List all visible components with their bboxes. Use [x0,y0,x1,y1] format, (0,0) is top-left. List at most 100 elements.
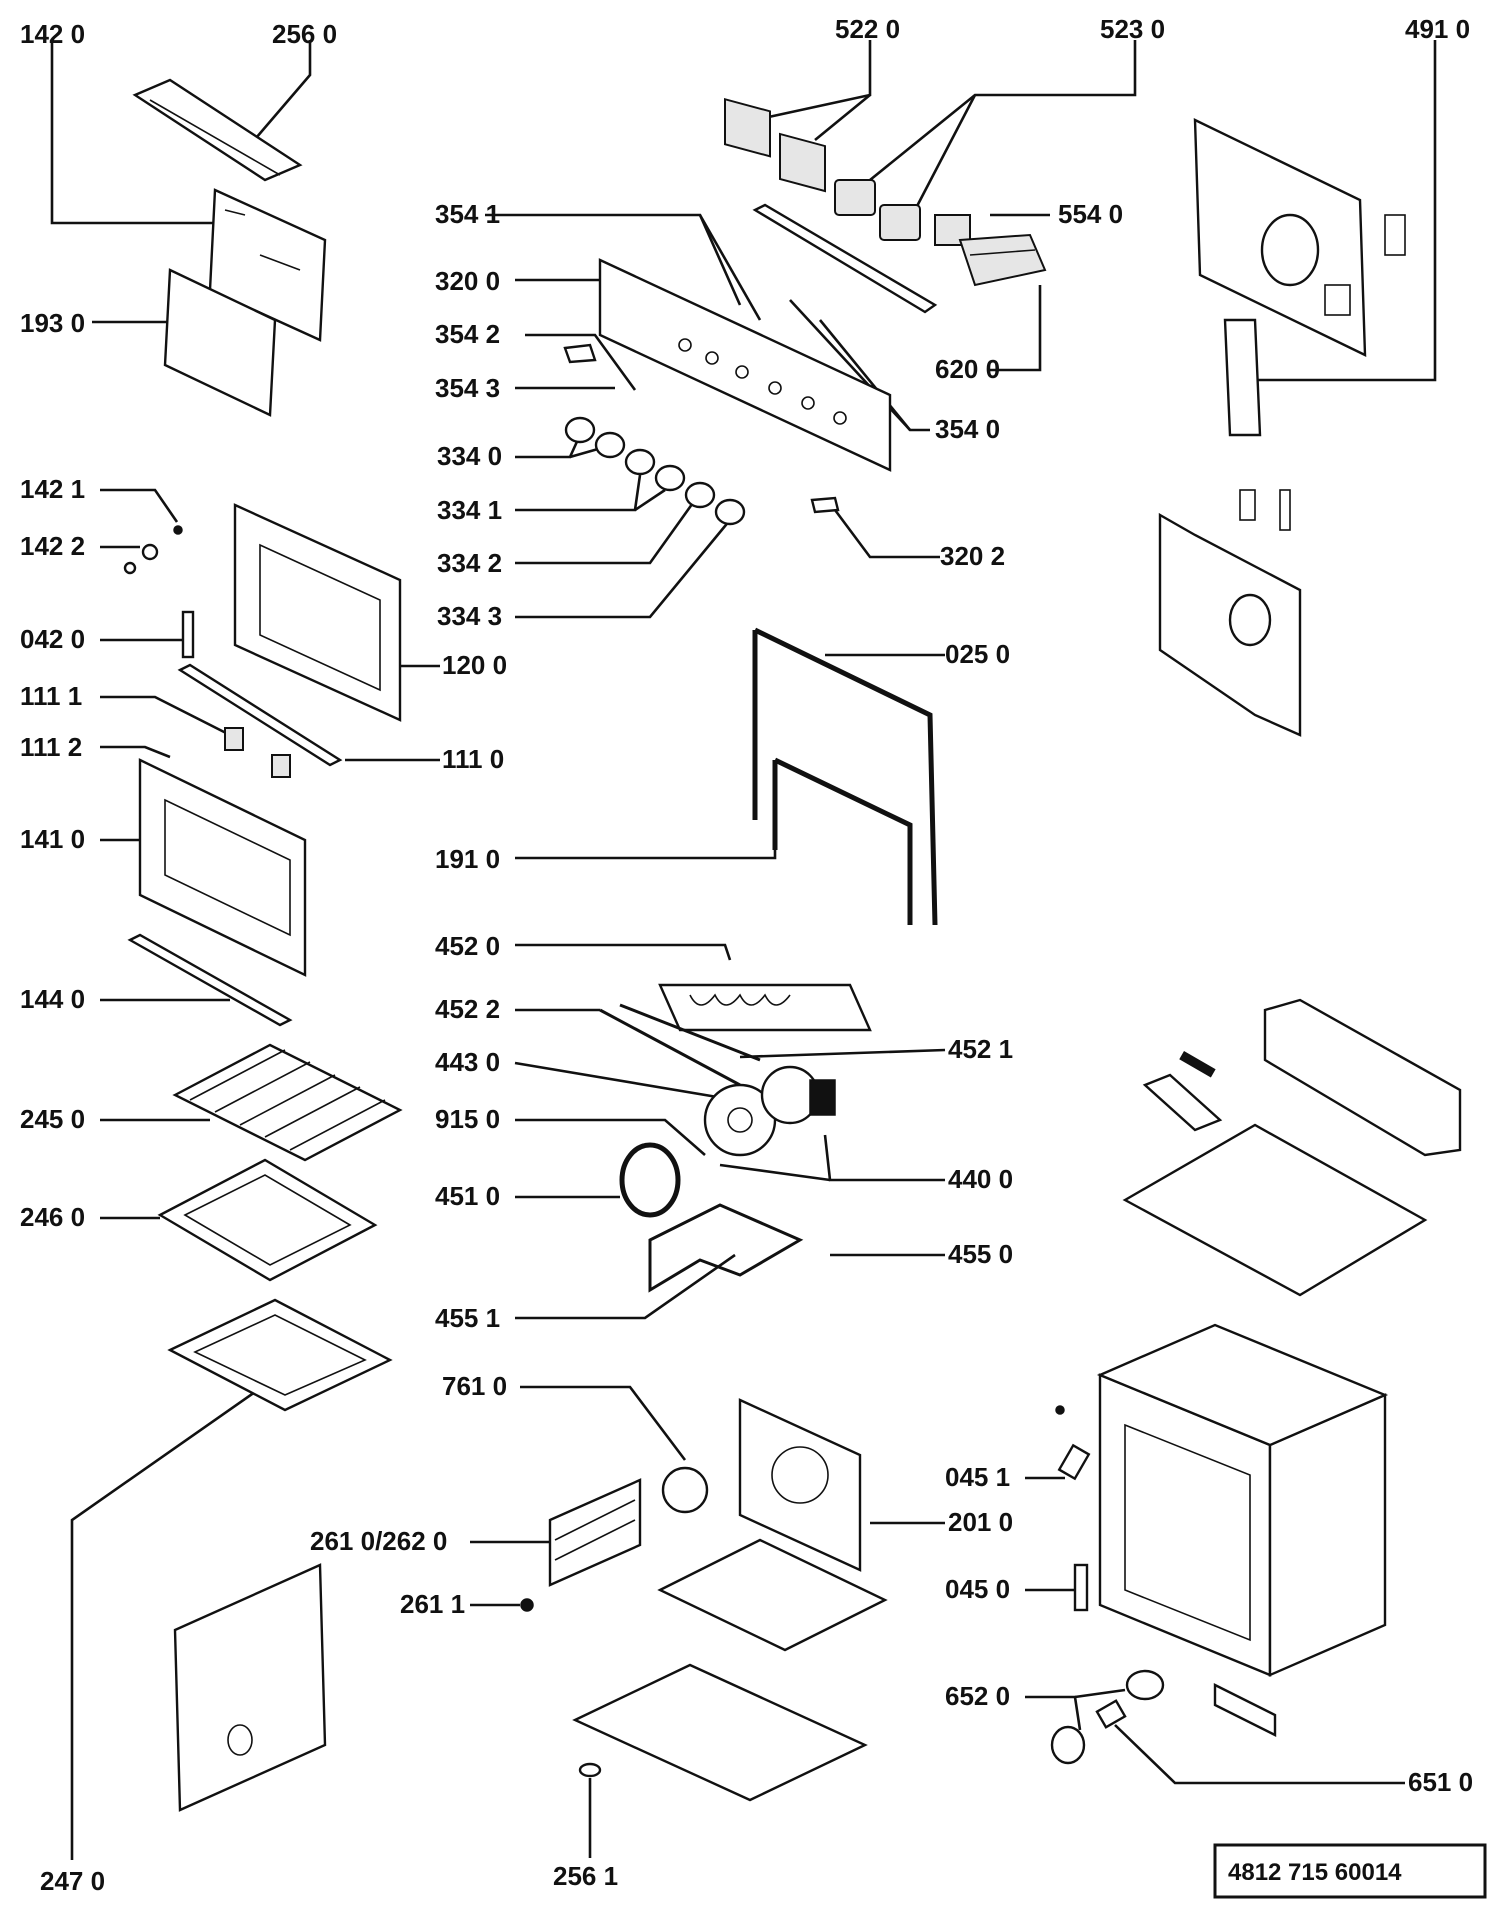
terminal-rail-part [752,203,938,314]
label-256-1: 256 1 [553,1861,618,1891]
label-320-0: 320 0 [435,266,500,296]
panel-clip-small-part [810,496,840,514]
control-knobs-part [564,416,746,526]
label-451-0: 451 0 [435,1181,500,1211]
base-plate-part [657,1538,888,1652]
lamp-switch-part [934,214,971,246]
label-354-0: 354 0 [935,414,1000,444]
label-452-1: 452 1 [948,1034,1013,1064]
part-labels: 142 0 256 0 522 0 523 0 491 0 354 1 554 … [20,14,1473,1896]
label-651-0: 651 0 [1408,1767,1473,1797]
label-455-1: 455 1 [435,1303,500,1333]
label-440-0: 440 0 [948,1164,1013,1194]
label-042-0: 042 0 [20,624,85,654]
panel-clip-part [563,343,597,364]
code-box: 4812 715 60014 [1213,1843,1487,1899]
knob-adapter-part [1050,1669,1165,1765]
lamp-cover-part [661,1466,709,1514]
runner-screw-part [520,1598,534,1612]
label-452-2: 452 2 [435,994,500,1024]
label-620-0: 620 0 [935,354,1000,384]
label-245-0: 245 0 [20,1104,85,1134]
label-915-0: 915 0 [435,1104,500,1134]
label-354-3: 354 3 [435,373,500,403]
hinge-receiver-part [1055,1405,1091,1612]
label-120-0: 120 0 [442,650,507,680]
label-652-0: 652 0 [945,1681,1010,1711]
label-334-3: 334 3 [437,601,502,631]
label-142-2: 142 2 [20,531,85,561]
label-111-0: 111 0 [442,744,504,774]
thermostat-part [834,179,921,241]
label-491-0: 491 0 [1405,14,1470,44]
foot-part [578,1762,602,1778]
label-761-0: 761 0 [442,1371,507,1401]
bracket-small-part [1213,1683,1277,1737]
fan-cover-part [738,1398,862,1572]
baking-tray-part [157,1158,378,1282]
label-334-0: 334 0 [437,441,502,471]
label-354-1: 354 1 [435,199,500,229]
label-261-0-262-0: 261 0/262 0 [310,1526,447,1556]
oven-seal-part [752,627,938,926]
glass-panel-part [163,268,277,417]
label-256-0: 256 0 [272,19,337,49]
terminal-block-part [958,233,1047,287]
label-193-0: 193 0 [20,308,85,338]
handle-support-part [224,727,291,778]
element-rail-part [599,1003,761,1087]
label-455-0: 455 0 [948,1239,1013,1269]
label-452-0: 452 0 [435,931,500,961]
label-111-1: 111 1 [20,681,82,711]
top-cover-part [1263,998,1462,1157]
hinge-bracket-part [1158,489,1302,737]
label-554-0: 554 0 [1058,199,1123,229]
label-334-1: 334 1 [437,495,502,525]
label-111-2: 111 2 [20,732,82,762]
heat-shield-part [1122,1123,1428,1297]
label-320-2: 320 2 [940,541,1005,571]
label-142-1: 142 1 [20,474,85,504]
fan-assembly-part [703,1065,836,1157]
label-191-0: 191 0 [435,844,500,874]
selector-switch-part [724,97,826,193]
code-box-text: 4812 715 60014 [1228,1859,1402,1886]
label-045-1: 045 1 [945,1462,1010,1492]
oven-cavity-part [1096,1323,1389,1677]
rear-panel-part [1193,118,1406,357]
rear-bracket-part [1223,318,1262,437]
door-seal-strip-part [127,933,293,1027]
door-handle-part [177,663,343,767]
lower-element-part [648,1203,804,1293]
door-hinge-part [181,610,195,659]
leader-lines [50,40,1437,1860]
door-frame-part [233,503,402,722]
label-522-0: 522 0 [835,14,900,44]
top-trim-part [132,78,303,182]
door-screws-part [123,525,183,575]
bottom-panel-part [572,1663,868,1802]
label-354-2: 354 2 [435,319,500,349]
label-334-2: 334 2 [437,548,502,578]
label-045-0: 045 0 [945,1574,1010,1604]
insulation-clips-part [1142,1051,1223,1132]
grill-element-part [658,983,872,1032]
label-247-0: 247 0 [40,1866,105,1896]
control-panel-part [598,258,892,472]
side-runners-part [548,1478,642,1587]
label-144-0: 144 0 [20,984,85,1014]
inner-door-part [138,758,307,977]
deep-tray-part [167,1298,393,1412]
label-141-0: 141 0 [20,824,85,854]
label-025-0: 025 0 [945,639,1010,669]
label-201-0: 201 0 [948,1507,1013,1537]
label-246-0: 246 0 [20,1202,85,1232]
label-261-1: 261 1 [400,1589,465,1619]
fan-ring-part [619,1142,681,1218]
label-523-0: 523 0 [1100,14,1165,44]
label-443-0: 443 0 [435,1047,500,1077]
label-142-0: 142 0 [20,19,85,49]
wire-rack-part [172,1043,403,1162]
side-panel-part [173,1563,327,1812]
